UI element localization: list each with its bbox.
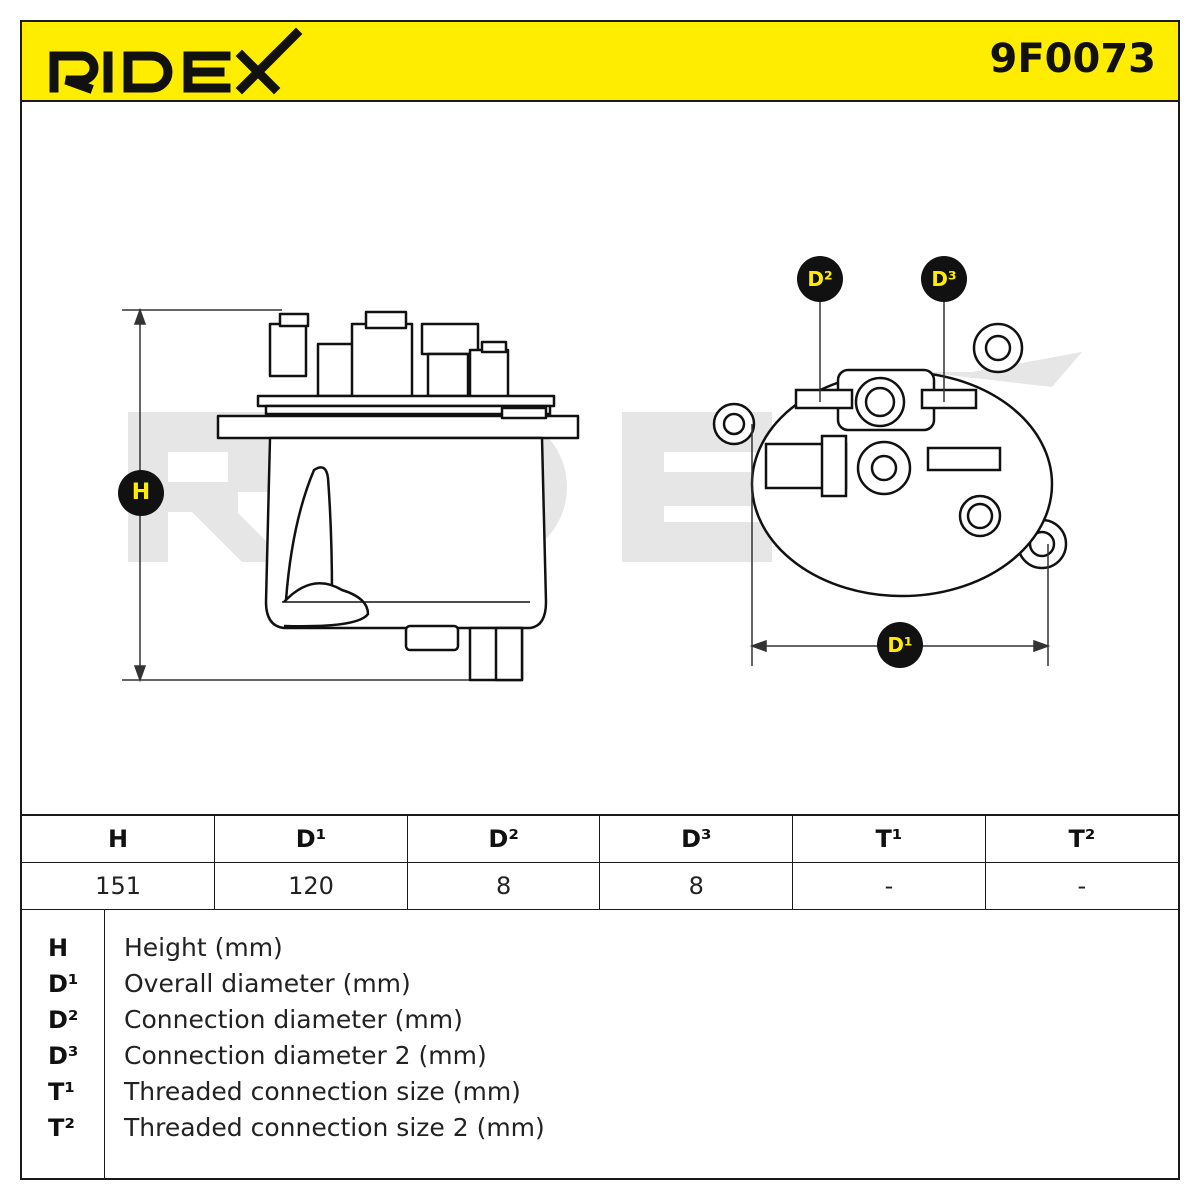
spec-header-t1: T¹: [792, 814, 986, 863]
filter-side-view: [216, 310, 580, 682]
brand-logo: [48, 26, 308, 102]
connection-dimension-lines: [819, 302, 945, 402]
badge-d2: D²: [797, 256, 843, 302]
legend-desc: Connection diameter 2 (mm): [124, 1041, 487, 1070]
part-number: 9F0073: [989, 36, 1156, 82]
legend-desc: Height (mm): [124, 933, 283, 962]
legend-item: D² Connection diameter (mm): [22, 1002, 1178, 1038]
spec-table: H D¹ D² D³ T¹ T² 151 120 8 8 - -: [22, 814, 1178, 910]
legend-key: T²: [48, 1114, 75, 1142]
spec-header-row: H D¹ D² D³ T¹ T²: [22, 814, 1178, 863]
legend-key: D²: [48, 1006, 79, 1034]
legend-desc: Connection diameter (mm): [124, 1005, 463, 1034]
legend-desc: Threaded connection size (mm): [124, 1077, 521, 1106]
technical-drawing: H D¹ D² D³: [22, 102, 1178, 814]
spec-value-d2: 8: [406, 862, 601, 910]
badge-d1: D¹: [877, 622, 923, 668]
spec-value-d3: 8: [599, 862, 794, 910]
spec-value-d1: 120: [214, 862, 408, 910]
legend-key: D¹: [48, 970, 79, 998]
badge-h: H: [118, 470, 164, 516]
spec-header-h: H: [22, 814, 216, 863]
legend: H Height (mm) D¹ Overall diameter (mm) D…: [22, 910, 1178, 1178]
legend-divider: [104, 910, 105, 1178]
legend-key: T¹: [48, 1078, 75, 1106]
header-bar: 9F0073: [22, 22, 1178, 102]
legend-desc: Threaded connection size 2 (mm): [124, 1113, 545, 1142]
legend-item: D¹ Overall diameter (mm): [22, 966, 1178, 1002]
spec-value-t2: -: [984, 862, 1178, 910]
spec-value-row: 151 120 8 8 - -: [22, 862, 1178, 910]
spec-header-d2: D²: [406, 814, 601, 863]
spec-header-d3: D³: [599, 814, 794, 863]
ridex-logo-icon: [49, 27, 303, 95]
spec-value-h: 151: [22, 862, 216, 910]
legend-item: T² Threaded connection size 2 (mm): [22, 1110, 1178, 1146]
filter-drawing-svg: [122, 302, 1082, 683]
legend-key: D³: [48, 1042, 79, 1070]
spec-header-d1: D¹: [214, 814, 408, 863]
spec-value-t1: -: [792, 862, 986, 910]
badge-d3: D³: [921, 256, 967, 302]
filter-top-view: [712, 322, 1068, 598]
legend-item: H Height (mm): [22, 930, 1178, 966]
product-sheet: 9F0073: [20, 20, 1180, 1180]
legend-key: H: [48, 934, 69, 962]
spec-header-t2: T²: [984, 814, 1178, 863]
legend-item: T¹ Threaded connection size (mm): [22, 1074, 1178, 1110]
legend-desc: Overall diameter (mm): [124, 969, 411, 998]
legend-item: D³ Connection diameter 2 (mm): [22, 1038, 1178, 1074]
